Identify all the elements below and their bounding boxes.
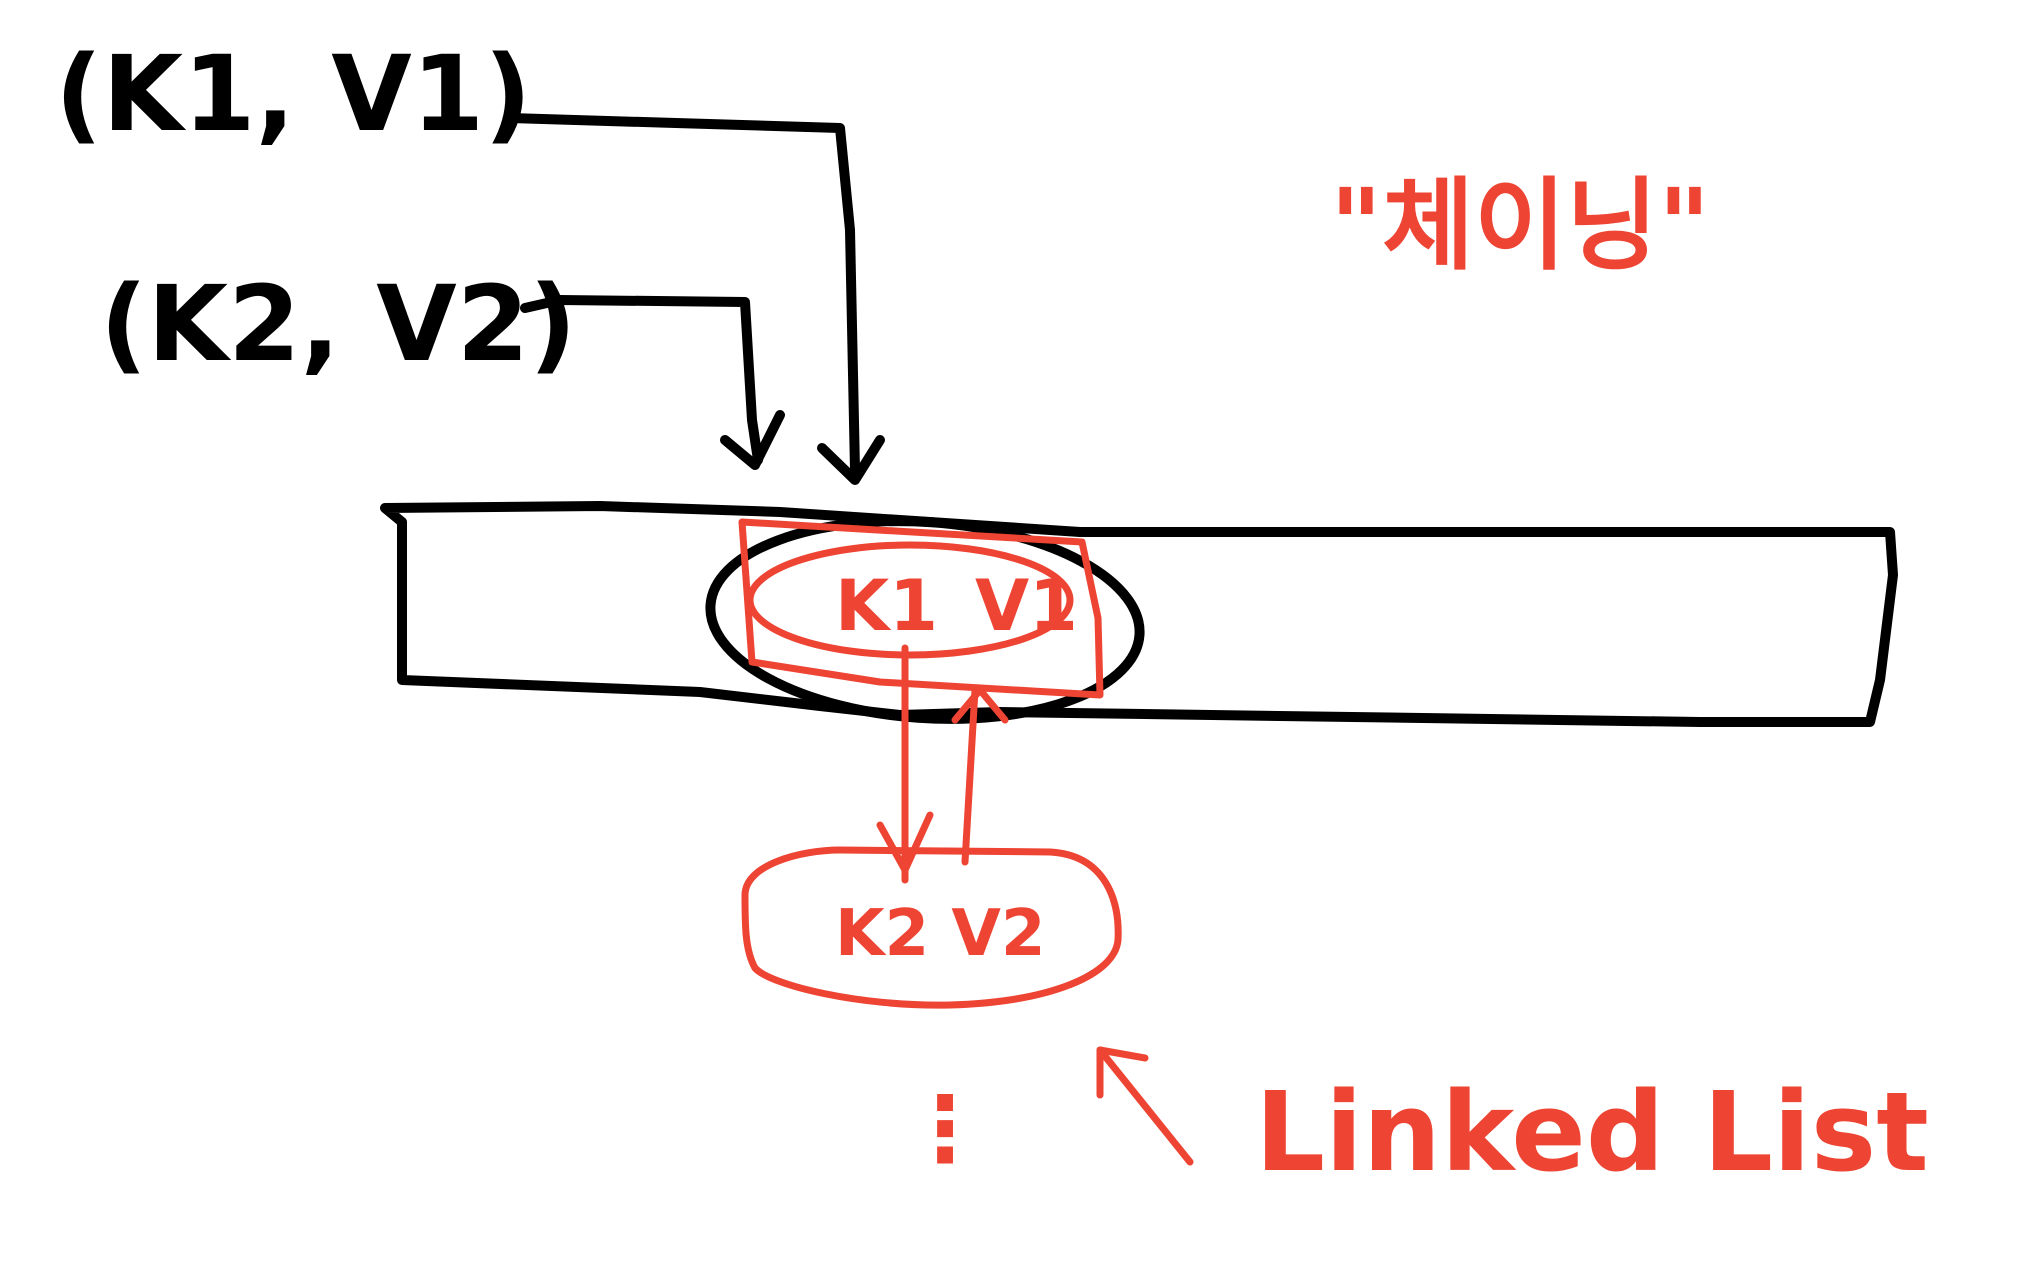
pointer-up-arrow <box>951 686 1009 866</box>
arrow-pair-2-to-table <box>520 295 785 470</box>
input-pair-2-label: (K2, V2) <box>100 263 577 385</box>
node-k1-v1-outline <box>746 541 1074 659</box>
input-pair-1-label: (K1, V1) <box>55 33 532 155</box>
pointer-down-arrow <box>876 644 934 884</box>
linked-list-pointer-arrow <box>1096 1046 1194 1166</box>
node-k1-value: V1 <box>975 565 1078 647</box>
arrow-pair-1-to-table <box>505 113 885 485</box>
linked-list-label: Linked List <box>1255 1068 1929 1196</box>
bucket-highlight-box <box>738 518 1104 699</box>
bucket-slot-outline <box>705 516 1145 724</box>
node-k2-v2-outline <box>741 846 1122 1009</box>
node-k1-key: K1 <box>835 565 938 647</box>
chain-continuation-ellipsis: ⋮ <box>900 1077 990 1182</box>
chaining-label: "체이닝" <box>1330 167 1710 284</box>
node-k2-v2-label: K2 V2 <box>835 897 1045 971</box>
